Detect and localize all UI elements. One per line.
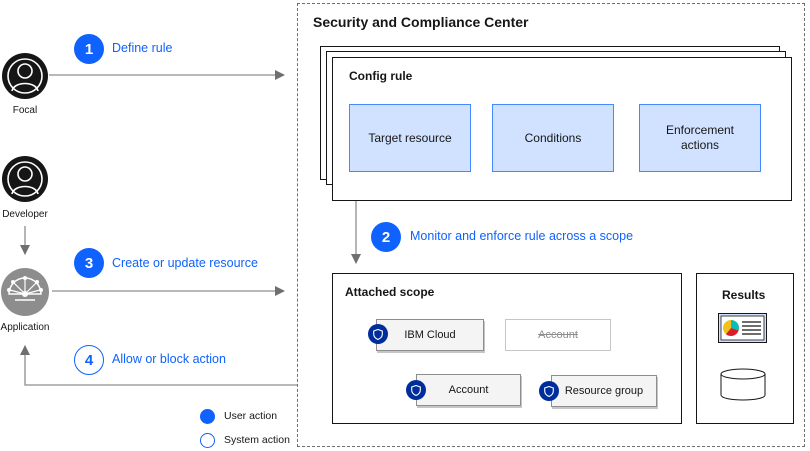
rule-part-target-resource: Target resource	[349, 104, 471, 172]
step-3-label: Create or update resource	[112, 256, 258, 270]
allow-block-arrow	[20, 345, 297, 386]
step-3-badge: 3	[74, 248, 104, 278]
step-1-label: Define rule	[112, 41, 173, 55]
scope-node-label: Resource group	[564, 385, 644, 397]
attached-scope-title: Attached scope	[345, 285, 435, 299]
scope-node-label: IBM Cloud	[404, 329, 456, 341]
application-icon	[1, 268, 49, 316]
shield-icon	[368, 324, 388, 344]
rule-part-conditions: Conditions	[492, 104, 614, 172]
legend-user-action-icon	[200, 409, 215, 424]
rule-part-enforcement-actions: Enforcement actions	[639, 104, 761, 172]
legend-user-action-label: User action	[224, 410, 278, 422]
actor-label-developer: Developer	[2, 209, 48, 220]
legend-system-action-icon	[200, 433, 215, 448]
center-title: Security and Compliance Center	[313, 14, 529, 30]
shield-icon	[539, 381, 559, 401]
legend-system-action-label: System action	[224, 434, 290, 446]
step-1-badge: 1	[74, 34, 104, 64]
step-4-label: Allow or block action	[112, 352, 226, 366]
results-title: Results	[722, 288, 766, 302]
actor-label-application: Application	[0, 322, 50, 333]
scope-node-excluded-account: Account	[505, 319, 611, 351]
scope-node-resource-group: Resource group	[551, 375, 657, 407]
step-2-label: Monitor and enforce rule across a scope	[410, 229, 634, 243]
focal-user-icon	[2, 53, 48, 99]
security-compliance-center-frame	[297, 3, 805, 447]
step-4-badge: 4	[74, 345, 104, 375]
step-2-badge: 2	[371, 222, 401, 252]
developer-user-icon	[2, 156, 48, 202]
actor-label-focal: Focal	[12, 105, 38, 116]
config-rule-title: Config rule	[349, 69, 413, 83]
scope-node-account: Account	[416, 374, 521, 406]
database-icon	[720, 368, 766, 401]
scope-node-label: Account	[448, 384, 489, 396]
scope-node-label: Account	[538, 329, 578, 341]
rule-part-label: Enforcement actions	[665, 123, 735, 152]
rule-part-label: Conditions	[524, 130, 582, 145]
rule-part-label: Target resource	[368, 130, 452, 145]
scope-node-ibm-cloud: IBM Cloud	[376, 319, 484, 351]
shield-icon	[406, 380, 426, 400]
report-icon	[718, 313, 767, 343]
